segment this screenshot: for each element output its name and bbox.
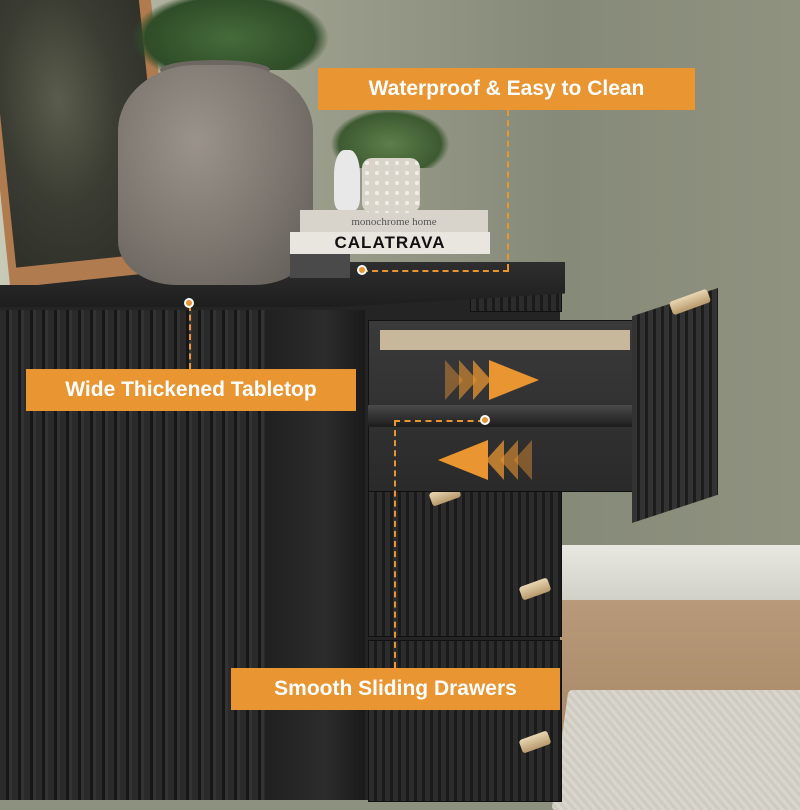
book-upper-title: monochrome home bbox=[351, 216, 437, 228]
plant-leaves bbox=[130, 0, 330, 70]
arrow-left-icon bbox=[438, 440, 538, 480]
leader-line bbox=[507, 110, 509, 270]
callout-waterproof: Waterproof & Easy to Clean bbox=[318, 68, 695, 110]
leader-line bbox=[362, 270, 509, 272]
marker-dot bbox=[357, 265, 367, 275]
drawer-face bbox=[368, 490, 562, 637]
book-lower: CALATRAVA bbox=[290, 232, 490, 254]
astronaut-figurine bbox=[334, 150, 360, 210]
rug bbox=[551, 690, 800, 810]
vase bbox=[118, 65, 313, 285]
open-drawer-front bbox=[632, 288, 718, 523]
drawer-interior bbox=[380, 330, 630, 350]
leader-line bbox=[394, 420, 396, 668]
drawer-face bbox=[368, 640, 562, 802]
arrow-right-icon bbox=[445, 360, 545, 400]
book-dark bbox=[290, 254, 350, 278]
book-lower-title: CALATRAVA bbox=[334, 233, 446, 252]
baseboard bbox=[540, 545, 800, 605]
marker-dot bbox=[480, 415, 490, 425]
leader-line bbox=[394, 420, 484, 422]
marker-dot bbox=[184, 298, 194, 308]
slide-rail bbox=[368, 405, 638, 427]
knit-pot bbox=[362, 158, 420, 213]
leader-line bbox=[189, 305, 191, 369]
callout-tabletop: Wide Thickened Tabletop bbox=[26, 369, 356, 411]
book-upper: monochrome home bbox=[300, 210, 488, 234]
callout-drawers: Smooth Sliding Drawers bbox=[231, 668, 560, 710]
